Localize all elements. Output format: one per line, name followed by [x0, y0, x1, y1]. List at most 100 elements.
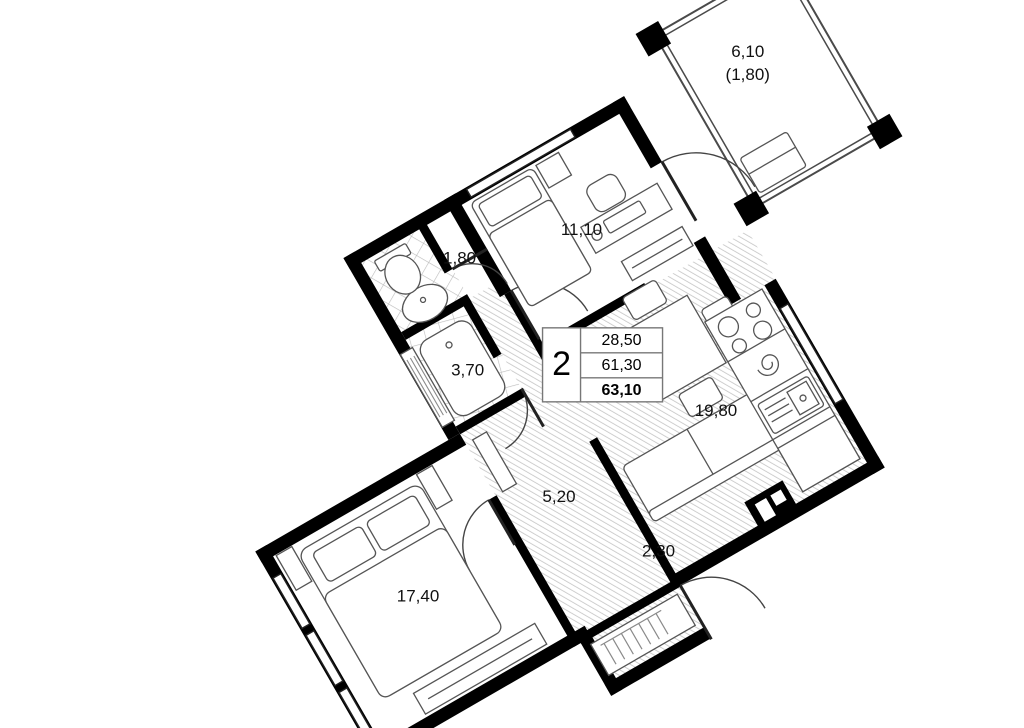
- furniture-hall-wardrobe: [399, 346, 456, 429]
- nightstand-left: [275, 545, 313, 592]
- door-leaf-bedroom-second: [509, 289, 541, 340]
- label-bedroom-main: 17,40: [397, 587, 440, 606]
- sofa-cushion-divider: [686, 428, 715, 477]
- label-balcony: 6,10: [731, 42, 764, 61]
- furniture-hall: [471, 430, 697, 677]
- stove-burner-2: [745, 302, 762, 318]
- label-storage: 2,30: [642, 541, 675, 560]
- label-bedroom-second: 11,10: [561, 220, 602, 239]
- area-labels: 17,40 11,10 19,80 5,20 3,70 1,80: [397, 42, 770, 606]
- label-bathroom: 3,70: [451, 361, 484, 380]
- summary-living-area: 28,50: [602, 332, 642, 349]
- floor-hall: [459, 375, 681, 644]
- summary-room-count: 2: [552, 345, 571, 383]
- bathtub-drain: [445, 341, 453, 349]
- nightstand-bedroom-second: [535, 151, 573, 189]
- wall-bathroom-bottom: [455, 388, 527, 435]
- desk-lamp: [591, 229, 603, 241]
- bed-single-pillow: [478, 175, 542, 227]
- wall-storage-left: [580, 636, 623, 696]
- wall-right-upper: [612, 96, 663, 169]
- hob-coil-icon: [757, 354, 780, 376]
- wall-bedroom-hall: [488, 495, 582, 648]
- furniture-wc: [374, 243, 422, 295]
- window-bedroom-main-2: [305, 629, 344, 687]
- door-leaf-wc: [451, 247, 488, 271]
- label-hall: 5,20: [542, 487, 575, 506]
- bathtub: [419, 320, 506, 417]
- balcony-post-bottom-left: [733, 190, 770, 227]
- balcony-bench: [740, 132, 807, 193]
- stove-burner-4: [752, 320, 773, 340]
- wall-hall-living-lower: [589, 437, 683, 590]
- balcony-post-bottom-right: [866, 113, 903, 150]
- window-bedroom-second: [465, 128, 576, 199]
- plan-rotation-group: 17,40 11,10 19,80 5,20 3,70 1,80: [255, 0, 903, 728]
- toilet-bowl: [384, 254, 422, 295]
- sink-drain: [799, 394, 807, 402]
- dining-chair-bottom: [678, 377, 723, 417]
- sink-drainboard-2: [767, 403, 790, 417]
- kitchen-counter-seg-1: [727, 328, 786, 363]
- desk-monitor: [602, 200, 647, 234]
- bed-blanket: [324, 528, 502, 698]
- door-arc-balcony: [661, 152, 756, 188]
- furniture-bedroom-second: [471, 151, 694, 307]
- floor-living-kitchen: [543, 230, 885, 586]
- wall-right-lower: [693, 236, 742, 306]
- kitchen-counter-seg-2: [750, 368, 809, 403]
- stove-burner-1: [717, 316, 740, 338]
- wall-bedroom-bottom: [369, 625, 592, 728]
- window-bedroom-main-1: [272, 572, 311, 630]
- wall-corridor-right: [443, 193, 512, 298]
- summary-box-frame: [541, 327, 664, 403]
- balcony-structure: [635, 0, 903, 227]
- desk-chair: [586, 173, 627, 213]
- kitchen-counter-seg-3: [772, 406, 831, 441]
- door-leaf-bedroom-main: [487, 499, 517, 546]
- door-leaf-bathroom: [520, 387, 545, 428]
- furniture-bedroom-main: [275, 464, 548, 716]
- balcony-post-top-left: [635, 21, 672, 57]
- label-wc: 1,80: [443, 249, 476, 268]
- wall-storage-top: [576, 578, 681, 644]
- door-leaf-entry: [679, 584, 713, 640]
- wardrobe-rod-bedroom-main: [427, 638, 533, 700]
- wall-bedroom-top: [255, 433, 467, 563]
- furniture-balcony: [740, 132, 807, 193]
- window-bedroom-main-3: [338, 687, 374, 728]
- wardrobe-rod-bedroom-second: [631, 238, 683, 269]
- dining-chair-top: [622, 280, 667, 320]
- fridge: [776, 414, 861, 493]
- stove-burner-3: [731, 338, 748, 354]
- summary-box: 2 28,50 61,30 63,10: [541, 327, 664, 403]
- label-balcony-sub: (1,80): [726, 65, 770, 84]
- wall-storage-bottom: [604, 627, 711, 696]
- balcony-glass-outline: [653, 0, 886, 210]
- nightstand-right: [415, 464, 453, 511]
- floor-corridor: [469, 278, 560, 396]
- door-leaf-balcony: [660, 161, 698, 222]
- washbasin-drain: [419, 296, 427, 304]
- floor-balcony: [654, 0, 885, 208]
- sink-drainboard-3: [771, 409, 793, 423]
- windows: [272, 128, 844, 728]
- closet-hangers: [600, 609, 669, 665]
- summary-area-without-balcony: 61,30: [602, 357, 642, 374]
- balcony-glass-outline-inner: [661, 0, 878, 201]
- pillow-right: [366, 495, 430, 551]
- wall-wc-right: [418, 223, 453, 274]
- door-arc-bedroom-main: [462, 499, 490, 572]
- window-living-right: [779, 303, 844, 405]
- pillow-left: [313, 526, 377, 582]
- ventilation-shaft: [744, 480, 800, 532]
- wall-bathroom-right: [461, 298, 502, 359]
- bed-single-blanket: [489, 199, 592, 307]
- door-arc-entry: [679, 576, 766, 609]
- wall-wc-top: [343, 193, 463, 270]
- closet-storage: [589, 593, 697, 677]
- furniture-bathroom: [401, 283, 506, 417]
- sink-drainboard-1: [764, 397, 786, 411]
